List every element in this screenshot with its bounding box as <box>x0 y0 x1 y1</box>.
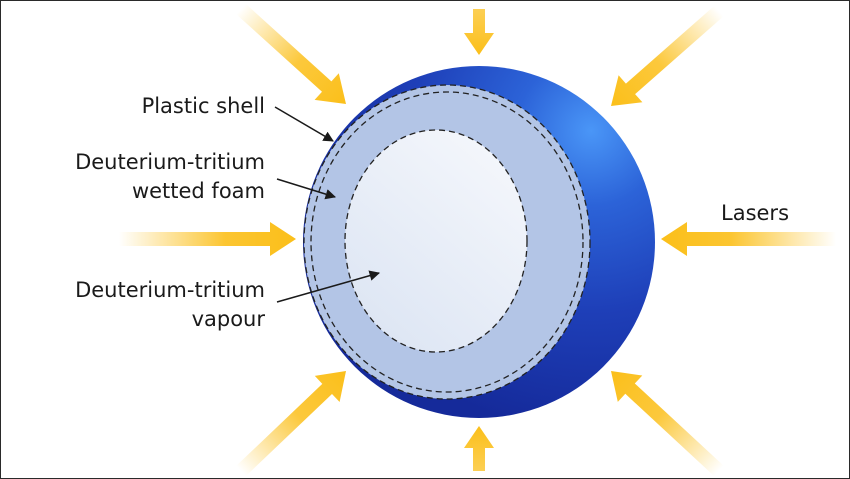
laser-arrow-bottom-left <box>236 371 346 477</box>
laser-arrow-top-right <box>611 5 724 107</box>
laser-arrow-bottom-right <box>611 371 724 477</box>
fuel-capsule <box>303 66 655 418</box>
leader-wetted-foam <box>276 178 337 200</box>
laser-arrows <box>119 3 836 477</box>
label-lasers-text: Lasers <box>721 201 790 225</box>
label-wetted-foam: Deuterium-tritium wetted foam <box>75 148 265 206</box>
label-lasers: Lasers <box>721 199 789 228</box>
leader-vapour <box>276 270 381 303</box>
laser-arrow-left <box>119 222 296 256</box>
label-wetted-foam-line2: wetted foam <box>131 179 265 203</box>
wetted-foam-outline <box>310 91 584 393</box>
laser-arrow-top-left <box>236 3 346 104</box>
label-plastic-shell: Plastic shell <box>142 92 265 121</box>
laser-arrow-top <box>464 9 494 55</box>
label-vapour-line2: vapour <box>191 307 265 331</box>
leader-plastic-shell <box>274 106 334 142</box>
label-vapour-line1: Deuterium-tritium <box>75 278 265 302</box>
vapour-core <box>344 129 528 353</box>
plastic-shell-outline <box>303 84 591 400</box>
laser-arrow-right <box>661 222 836 256</box>
label-vapour: Deuterium-tritium vapour <box>75 276 265 334</box>
leader-lines <box>274 106 381 303</box>
label-wetted-foam-line1: Deuterium-tritium <box>75 150 265 174</box>
label-plastic-shell-text: Plastic shell <box>141 94 265 118</box>
laser-arrow-bottom <box>464 426 494 471</box>
